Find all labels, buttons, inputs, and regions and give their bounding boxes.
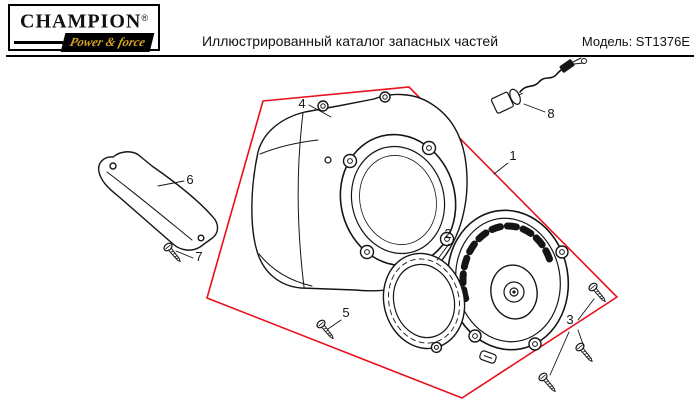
- callout-number-4: 4: [298, 96, 305, 111]
- screw-drawing: [536, 371, 560, 396]
- screw-drawing: [573, 341, 597, 366]
- callout-number-2: 2: [444, 226, 451, 241]
- registered-mark-icon: ®: [141, 13, 148, 23]
- callout-number-3: 3: [566, 312, 573, 327]
- header: CHAMPION® Power & force Иллюстрированный…: [0, 0, 700, 57]
- wire-harness-drawing: [490, 57, 587, 114]
- callout-number-1: 1: [509, 148, 516, 163]
- callout-number-7: 7: [195, 249, 202, 264]
- catalog-title: Иллюстрированный каталог запасных частей: [201, 33, 499, 49]
- callout-number-8: 8: [547, 106, 554, 121]
- brand-tagline-row: Power & force: [14, 32, 155, 52]
- header-divider: [6, 55, 694, 57]
- screw-drawing: [314, 318, 338, 343]
- brand-name: CHAMPION: [20, 10, 142, 33]
- recoil-starter-drawing: [446, 209, 570, 364]
- leader-lines: [157, 103, 595, 376]
- brand-name-row: CHAMPION®: [14, 7, 154, 34]
- brand-logo: CHAMPION® Power & force: [8, 4, 160, 52]
- gasket-ring-drawing: [382, 252, 466, 354]
- side-panel-drawing: [97, 151, 219, 251]
- tagline-rule: [14, 41, 64, 44]
- fan-cover-drawing: [251, 91, 468, 292]
- callout-number-6: 6: [186, 172, 193, 187]
- model-label: Модель: ST1376E: [581, 34, 690, 49]
- callout-number-5: 5: [342, 305, 349, 320]
